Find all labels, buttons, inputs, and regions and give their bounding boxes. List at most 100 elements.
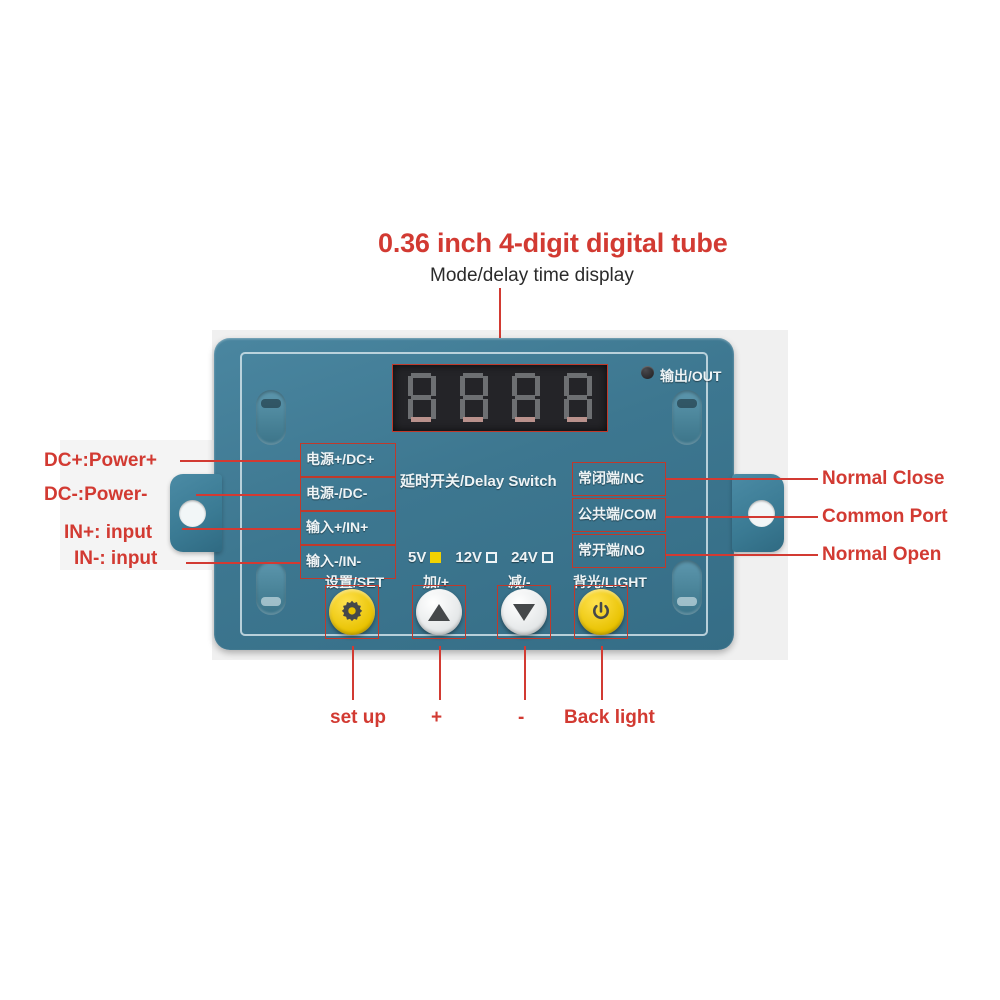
checkbox-5v-icon bbox=[430, 552, 442, 563]
leader-line-com bbox=[666, 516, 818, 518]
mounting-hole-right bbox=[748, 500, 775, 527]
terminal-box-nc bbox=[572, 462, 666, 496]
callout-set-up: set up bbox=[330, 707, 386, 728]
callout-dc-plus: DC+:Power+ bbox=[44, 450, 157, 471]
seven-segment-digit-3 bbox=[508, 371, 544, 425]
segment-a bbox=[463, 373, 483, 378]
segment-d bbox=[463, 417, 483, 422]
decrease-button[interactable] bbox=[501, 589, 547, 635]
triangle-up-icon bbox=[428, 603, 450, 621]
callout-normal-open: Normal Open bbox=[822, 544, 942, 565]
mounting-tab-right bbox=[732, 474, 784, 552]
terminal-slot-left-bottom bbox=[256, 560, 286, 615]
leader-line-plus bbox=[439, 646, 441, 700]
mounting-tab-left bbox=[170, 474, 222, 552]
segment-a bbox=[515, 373, 535, 378]
callout-in-minus: IN-: input bbox=[74, 548, 158, 569]
terminal-slot-right-top bbox=[672, 390, 702, 445]
segment-f bbox=[512, 376, 517, 396]
callout-plus: + bbox=[431, 707, 443, 728]
segment-c bbox=[535, 399, 540, 419]
seven-segment-digit-1 bbox=[404, 371, 440, 425]
button-label-plus: 加/+ bbox=[423, 574, 450, 590]
checkbox-12v-icon bbox=[486, 552, 498, 563]
display-annotation-box bbox=[392, 364, 608, 432]
leader-line-back-light bbox=[601, 646, 603, 700]
segment-f bbox=[460, 376, 465, 396]
segment-f bbox=[408, 376, 413, 396]
leader-line-in-plus bbox=[182, 528, 300, 530]
terminal-label-com: 公共端/COM bbox=[578, 506, 657, 522]
increase-button[interactable] bbox=[416, 589, 462, 635]
button-label-light: 背光/LIGHT bbox=[573, 574, 647, 590]
leader-line-display bbox=[499, 288, 501, 368]
leader-line-dc-minus bbox=[196, 494, 300, 496]
segment-e bbox=[408, 399, 413, 419]
seven-segment-digit-2 bbox=[456, 371, 492, 425]
segment-e bbox=[564, 399, 569, 419]
callout-back-light: Back light bbox=[564, 707, 655, 728]
backlight-button-box bbox=[574, 585, 628, 639]
increase-button-box bbox=[412, 585, 466, 639]
product-name-label: 延时开关/Delay Switch bbox=[400, 473, 557, 490]
terminal-box-in-minus bbox=[300, 545, 396, 579]
terminal-box-com bbox=[572, 498, 666, 532]
segment-g bbox=[463, 395, 483, 400]
voltage-option-24v: 24V bbox=[511, 549, 553, 566]
callout-dc-minus: DC-:Power- bbox=[44, 484, 148, 505]
terminal-slot-left-top bbox=[256, 390, 286, 445]
voltage-label-12v: 12V bbox=[455, 549, 483, 566]
voltage-label-24v: 24V bbox=[511, 549, 538, 566]
terminal-box-dc-minus bbox=[300, 477, 396, 511]
segment-e bbox=[460, 399, 465, 419]
button-label-minus: 减/- bbox=[508, 574, 531, 590]
leader-line-minus bbox=[524, 646, 526, 700]
segment-b bbox=[431, 376, 436, 396]
segment-g bbox=[567, 395, 587, 400]
callout-in-plus: IN+: input bbox=[64, 522, 153, 543]
segment-d bbox=[515, 417, 535, 422]
annotation-subtitle: Mode/delay time display bbox=[430, 265, 634, 286]
terminal-label-no: 常开端/NO bbox=[578, 542, 645, 558]
leader-line-no bbox=[666, 554, 818, 556]
segment-d bbox=[567, 417, 587, 422]
terminal-label-dc-minus: 电源-/DC- bbox=[306, 485, 368, 501]
callout-common-port: Common Port bbox=[822, 506, 948, 527]
leader-line-set-up bbox=[352, 646, 354, 700]
terminal-box-in-plus bbox=[300, 511, 396, 545]
set-button-box bbox=[325, 585, 379, 639]
voltage-option-12v: 12V bbox=[455, 549, 498, 566]
terminal-box-dc-plus bbox=[300, 443, 396, 477]
backlight-button[interactable] bbox=[578, 589, 624, 635]
digital-tube-display bbox=[392, 364, 608, 432]
voltage-label-5v: 5V bbox=[408, 549, 427, 566]
set-button[interactable] bbox=[329, 589, 375, 635]
decrease-button-box bbox=[497, 585, 551, 639]
segment-e bbox=[512, 399, 517, 419]
leader-line-nc bbox=[666, 478, 818, 480]
output-label: 输出/OUT bbox=[660, 368, 722, 384]
segment-c bbox=[587, 399, 592, 419]
segment-g bbox=[411, 395, 431, 400]
button-label-set: 设置/SET bbox=[325, 574, 385, 590]
terminal-label-nc: 常闭端/NC bbox=[578, 470, 645, 486]
voltage-selection-row: 5V 12V 24V bbox=[408, 549, 553, 566]
mounting-hole-left bbox=[179, 500, 206, 527]
segment-f bbox=[564, 376, 569, 396]
segment-c bbox=[483, 399, 488, 419]
segment-a bbox=[411, 373, 431, 378]
terminal-slot-right-bottom bbox=[672, 560, 702, 615]
power-icon bbox=[593, 601, 609, 619]
seven-segment-digit-4 bbox=[560, 371, 596, 425]
leader-line-dc-plus bbox=[180, 460, 300, 462]
triangle-down-icon bbox=[513, 603, 535, 621]
segment-b bbox=[483, 376, 488, 396]
segment-a bbox=[567, 373, 587, 378]
segment-g bbox=[515, 395, 535, 400]
callout-normal-close: Normal Close bbox=[822, 468, 945, 489]
terminal-box-no bbox=[572, 534, 666, 568]
gear-icon bbox=[341, 600, 363, 622]
checkbox-24v-icon bbox=[541, 552, 553, 563]
annotation-title: 0.36 inch 4-digit digital tube bbox=[378, 228, 728, 258]
segment-d bbox=[411, 417, 431, 422]
